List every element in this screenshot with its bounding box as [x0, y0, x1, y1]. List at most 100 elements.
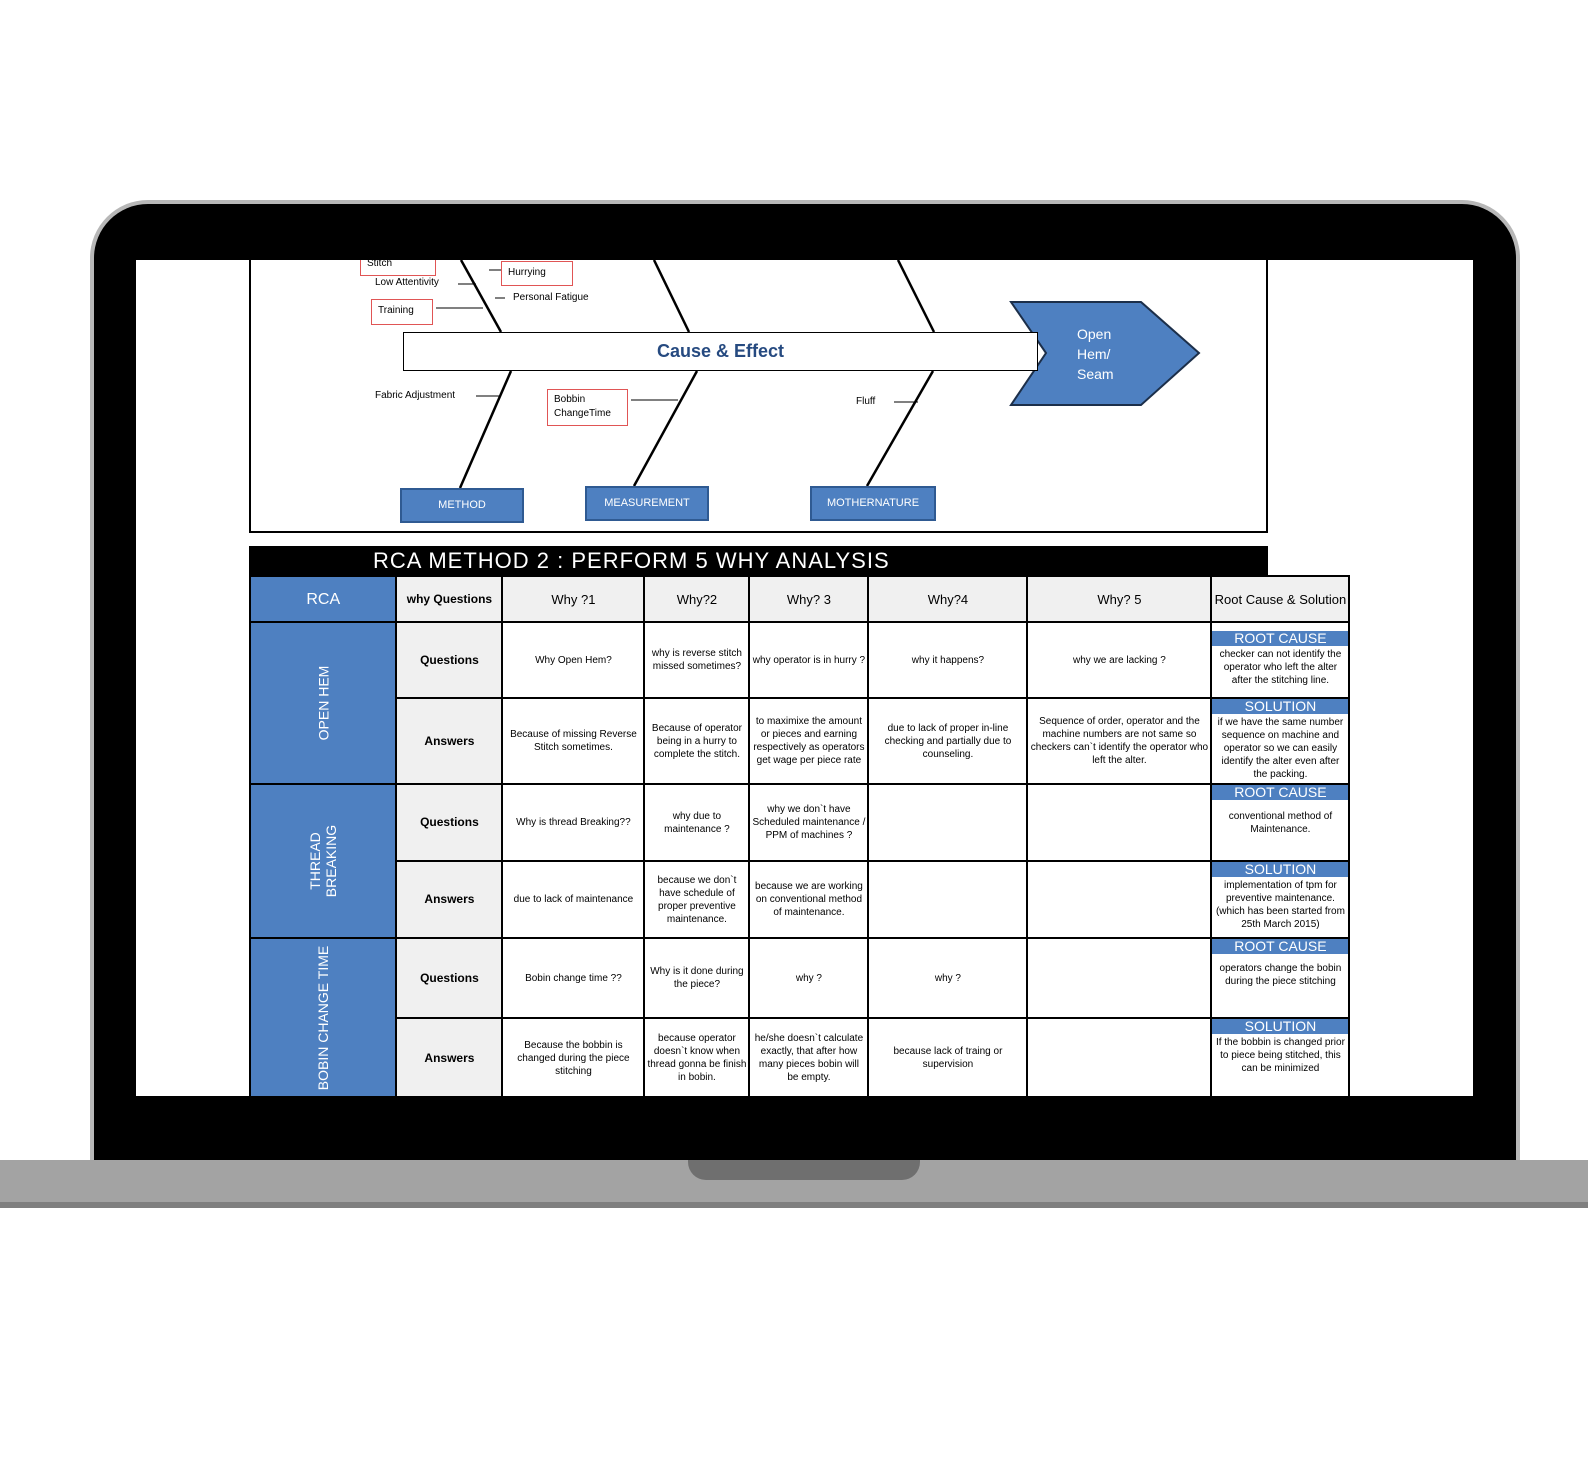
- question-cell: why it happens?: [867, 621, 1029, 699]
- question-cell: why due to maintenance ?: [643, 783, 751, 862]
- header-root-cause-solution: Root Cause & Solution: [1210, 575, 1351, 623]
- root-cause-cell: ROOT CAUSE operators change the bobin du…: [1210, 937, 1351, 1019]
- cause-bobbin-line-2: ChangeTime: [554, 408, 611, 419]
- root-cause-tag: ROOT CAUSE: [1213, 940, 1348, 954]
- cause-hurrying: Hurrying: [501, 261, 573, 286]
- question-cell: why operator is in hurry ?: [748, 621, 870, 699]
- group-bobin-change-time: BOBIN CHANGE TIME: [248, 937, 398, 1096]
- answer-cell: due to lack of maintenance: [501, 860, 646, 939]
- fishbone-bones: [436, 260, 1201, 489]
- root-cause-text: operators change the bobin during the pi…: [1219, 963, 1342, 987]
- answer-cell: because lack of traing or supervision: [867, 1017, 1029, 1096]
- question-cell: [1026, 783, 1213, 862]
- table-header-row: RCA why Questions Why ?1 Why?2 Why? 3 Wh…: [248, 575, 1351, 623]
- rca-title: RCA METHOD 2 : PERFORM 5 WHY ANALYSIS: [249, 546, 1268, 575]
- table-row: Answers Because the bobbin is changed du…: [250, 1017, 1351, 1096]
- cause-personal-fatigue: Personal Fatigue: [513, 292, 589, 303]
- category-method: METHOD: [400, 488, 524, 523]
- solution-text: implementation of tpm for preventive mai…: [1215, 880, 1345, 930]
- answer-cell: Because of missing Reverse Stitch someti…: [501, 697, 646, 785]
- table-row: BOBIN CHANGE TIME Questions Bobin change…: [248, 937, 1351, 1096]
- root-cause-tag: ROOT CAUSE: [1213, 631, 1348, 646]
- row-label-answers: Answers: [395, 860, 504, 939]
- cause-effect-title: Cause & Effect: [403, 332, 1038, 371]
- answer-cell: to maximixe the amount or pieces and ear…: [748, 697, 870, 785]
- effect-arrow: [1009, 301, 1201, 406]
- solution-cell: SOLUTION implementation of tpm for preve…: [1210, 860, 1351, 939]
- row-label-questions: Questions: [395, 937, 504, 1019]
- question-cell: [1026, 937, 1213, 1019]
- solution-cell: SOLUTION If the bobbin is changed prior …: [1210, 1017, 1351, 1096]
- header-why-5: Why? 5: [1026, 575, 1213, 623]
- header-why-questions: why Questions: [395, 575, 504, 623]
- solution-tag: SOLUTION: [1213, 700, 1348, 714]
- header-why-4: Why?4: [867, 575, 1029, 623]
- answer-cell: [1026, 1017, 1213, 1096]
- question-cell: Why Open Hem?: [501, 621, 646, 699]
- five-why-table: RCA why Questions Why ?1 Why?2 Why? 3 Wh…: [248, 575, 1351, 1096]
- cause-hurrying-text: Hurrying: [508, 267, 546, 278]
- header-why-2: Why?2: [643, 575, 751, 623]
- question-cell: Why is it done during the piece?: [643, 937, 751, 1019]
- answer-cell: [867, 860, 1029, 939]
- group-thread-breaking: THREAD BREAKING: [248, 783, 398, 939]
- question-cell: why ?: [867, 937, 1029, 1019]
- table-row: OPEN HEM Questions Why Open Hem? why is …: [248, 621, 1351, 785]
- question-cell: why is reverse stitch missed sometimes?: [643, 621, 751, 699]
- answer-cell: Sequence of order, operator and the mach…: [1026, 697, 1213, 785]
- answer-cell: because operator doesn`t know when threa…: [643, 1017, 751, 1096]
- fishbone-diagram: Cause & Effect Open Hem/ Seam Stitch Low…: [249, 260, 1268, 533]
- category-mothernature: MOTHERNATURE: [810, 486, 936, 521]
- group-open-hem-label: OPEN HEM: [315, 665, 332, 740]
- root-cause-cell: ROOT CAUSE conventional method of Mainte…: [1210, 783, 1351, 862]
- solution-tag: SOLUTION: [1213, 863, 1348, 877]
- answer-cell: due to lack of proper in-line checking a…: [867, 697, 1029, 785]
- answer-cell: because we are working on conventional m…: [748, 860, 870, 939]
- question-cell: [867, 783, 1029, 862]
- table-row: THREAD BREAKING Questions Why is thread …: [248, 783, 1351, 939]
- root-cause-text: conventional method of Maintenance.: [1228, 811, 1333, 835]
- cause-stitch: Stitch: [360, 260, 436, 276]
- row-label-answers: Answers: [395, 697, 504, 785]
- effect-label: Open Hem/ Seam: [1077, 324, 1147, 384]
- group-thread-breaking-label: THREAD BREAKING: [307, 824, 340, 897]
- answer-cell: Because the bobbin is changed during the…: [501, 1017, 646, 1096]
- effect-line-2: Hem/: [1077, 346, 1111, 362]
- effect-line-1: Open: [1077, 326, 1112, 342]
- laptop-screen: Cause & Effect Open Hem/ Seam Stitch Low…: [136, 260, 1473, 1096]
- row-label-questions: Questions: [395, 783, 504, 862]
- cause-training: Training: [371, 299, 433, 325]
- answer-cell: he/she doesn`t calculate exactly, that a…: [748, 1017, 870, 1096]
- laptop-notch: [688, 1160, 920, 1180]
- answer-cell: [1026, 860, 1213, 939]
- question-cell: Bobin change time ??: [501, 937, 646, 1019]
- header-why-1: Why ?1: [501, 575, 646, 623]
- cause-training-text: Training: [378, 305, 414, 316]
- answer-cell: because we don`t have schedule of proper…: [643, 860, 751, 939]
- root-cause-tag: ROOT CAUSE: [1213, 786, 1348, 800]
- solution-text: if we have the same number sequence on m…: [1217, 717, 1344, 780]
- cause-fluff: Fluff: [856, 396, 876, 407]
- cause-bobbin-change-time: Bobbin ChangeTime: [547, 389, 628, 426]
- solution-tag: SOLUTION: [1213, 1020, 1348, 1034]
- solution-cell: SOLUTION if we have the same number sequ…: [1210, 697, 1351, 785]
- table-row: Answers Because of missing Reverse Stitc…: [250, 697, 1351, 785]
- header-why-3: Why? 3: [748, 575, 870, 623]
- category-measurement: MEASUREMENT: [585, 486, 709, 521]
- question-cell: why ?: [748, 937, 870, 1019]
- group-open-hem: OPEN HEM: [248, 621, 398, 785]
- cause-stitch-text: Stitch: [367, 260, 393, 269]
- root-cause-text: checker can not identify the operator wh…: [1219, 649, 1342, 686]
- solution-text: If the bobbin is changed prior to piece …: [1215, 1037, 1345, 1074]
- laptop-base-edge: [0, 1202, 1588, 1208]
- cause-low-attentivity: Low Attentivity: [375, 277, 439, 288]
- row-label-questions: Questions: [395, 621, 504, 699]
- effect-line-3: Seam: [1077, 366, 1114, 382]
- header-rca: RCA: [248, 575, 398, 623]
- question-cell: why we are lacking ?: [1026, 621, 1213, 699]
- root-cause-cell: ROOT CAUSE checker can not identify the …: [1210, 621, 1351, 699]
- row-label-answers: Answers: [395, 1017, 504, 1096]
- question-cell: why we don`t have Scheduled maintenance …: [748, 783, 870, 862]
- cause-fabric-adjustment: Fabric Adjustment: [375, 390, 456, 401]
- group-bobin-change-time-label: BOBIN CHANGE TIME: [315, 945, 332, 1090]
